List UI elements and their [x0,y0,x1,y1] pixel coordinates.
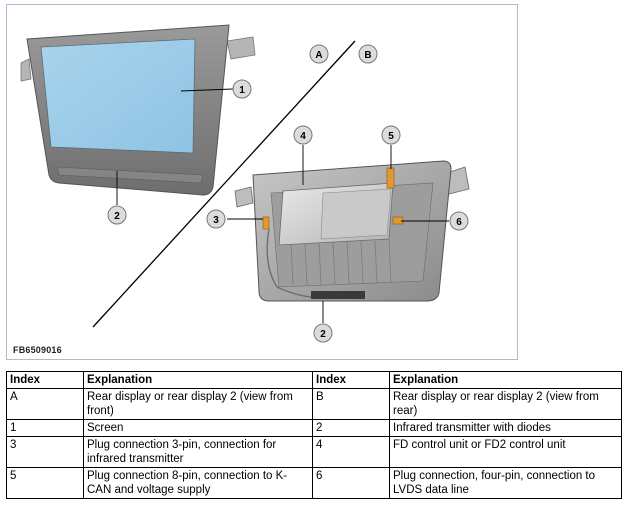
row-explanation: Plug connection 8-pin, connection to K-C… [83,467,313,499]
side-label-a: A [309,44,329,64]
svg-text:2: 2 [114,211,120,222]
table-row: A Rear display or rear display 2 (view f… [6,388,622,420]
row-explanation: Rear display or rear display 2 (view fro… [389,388,622,420]
row-explanation: Plug connection 3-pin, connection for in… [83,436,313,468]
row-explanation: Screen [83,419,313,437]
svg-text:4: 4 [300,131,306,142]
row-explanation: Rear display or rear display 2 (view fro… [83,388,313,420]
callout-screen: 1 [232,79,252,99]
row-index: 3 [6,436,84,468]
callout-plug-8pin: 5 [381,125,401,145]
svg-text:5: 5 [388,131,394,142]
callout-plug-4pin: 6 [449,211,469,231]
row-index: B [312,388,390,420]
row-index: 5 [6,467,84,499]
display-illustration: A B 1 2 4 5 3 6 [20,24,470,343]
header-index-1: Index [6,371,84,389]
svg-text:1: 1 [239,85,245,96]
side-label-b: B [358,44,378,64]
header-explanation-1: Explanation [83,371,313,389]
table-header-row: Index Explanation Index Explanation [6,371,622,389]
table-row: 5 Plug connection 8-pin, connection to K… [6,467,622,499]
table-row: 3 Plug connection 3-pin, connection for … [6,436,622,468]
row-index: A [6,388,84,420]
svg-text:2: 2 [320,329,326,340]
row-explanation: Infrared transmitter with diodes [389,419,622,437]
front-display [20,24,256,196]
row-index: 4 [312,436,390,468]
divider-line [92,40,356,328]
header-index-2: Index [312,371,390,389]
rear-display [234,160,470,302]
row-index: 6 [312,467,390,499]
header-explanation-2: Explanation [389,371,622,389]
svg-text:A: A [315,50,322,61]
callout-infrared-rear: 2 [313,323,333,343]
callout-control-unit: 4 [293,125,313,145]
svg-text:B: B [364,50,371,61]
row-explanation: FD control unit or FD2 control unit [389,436,622,468]
svg-text:3: 3 [213,215,219,226]
figure-code: FB6509016 [13,345,62,355]
svg-text:6: 6 [456,217,462,228]
callout-infrared-front: 2 [107,205,127,225]
legend-table: Index Explanation Index Explanation A Re… [6,371,622,499]
row-explanation: Plug connection, four-pin, connection to… [389,467,622,499]
figure-rear-display: A B 1 2 4 5 3 6 [6,4,518,360]
row-index: 2 [312,419,390,437]
row-index: 1 [6,419,84,437]
table-row: 1 Screen 2 Infrared transmitter with dio… [6,419,622,437]
callout-plug-3pin: 3 [206,209,226,229]
